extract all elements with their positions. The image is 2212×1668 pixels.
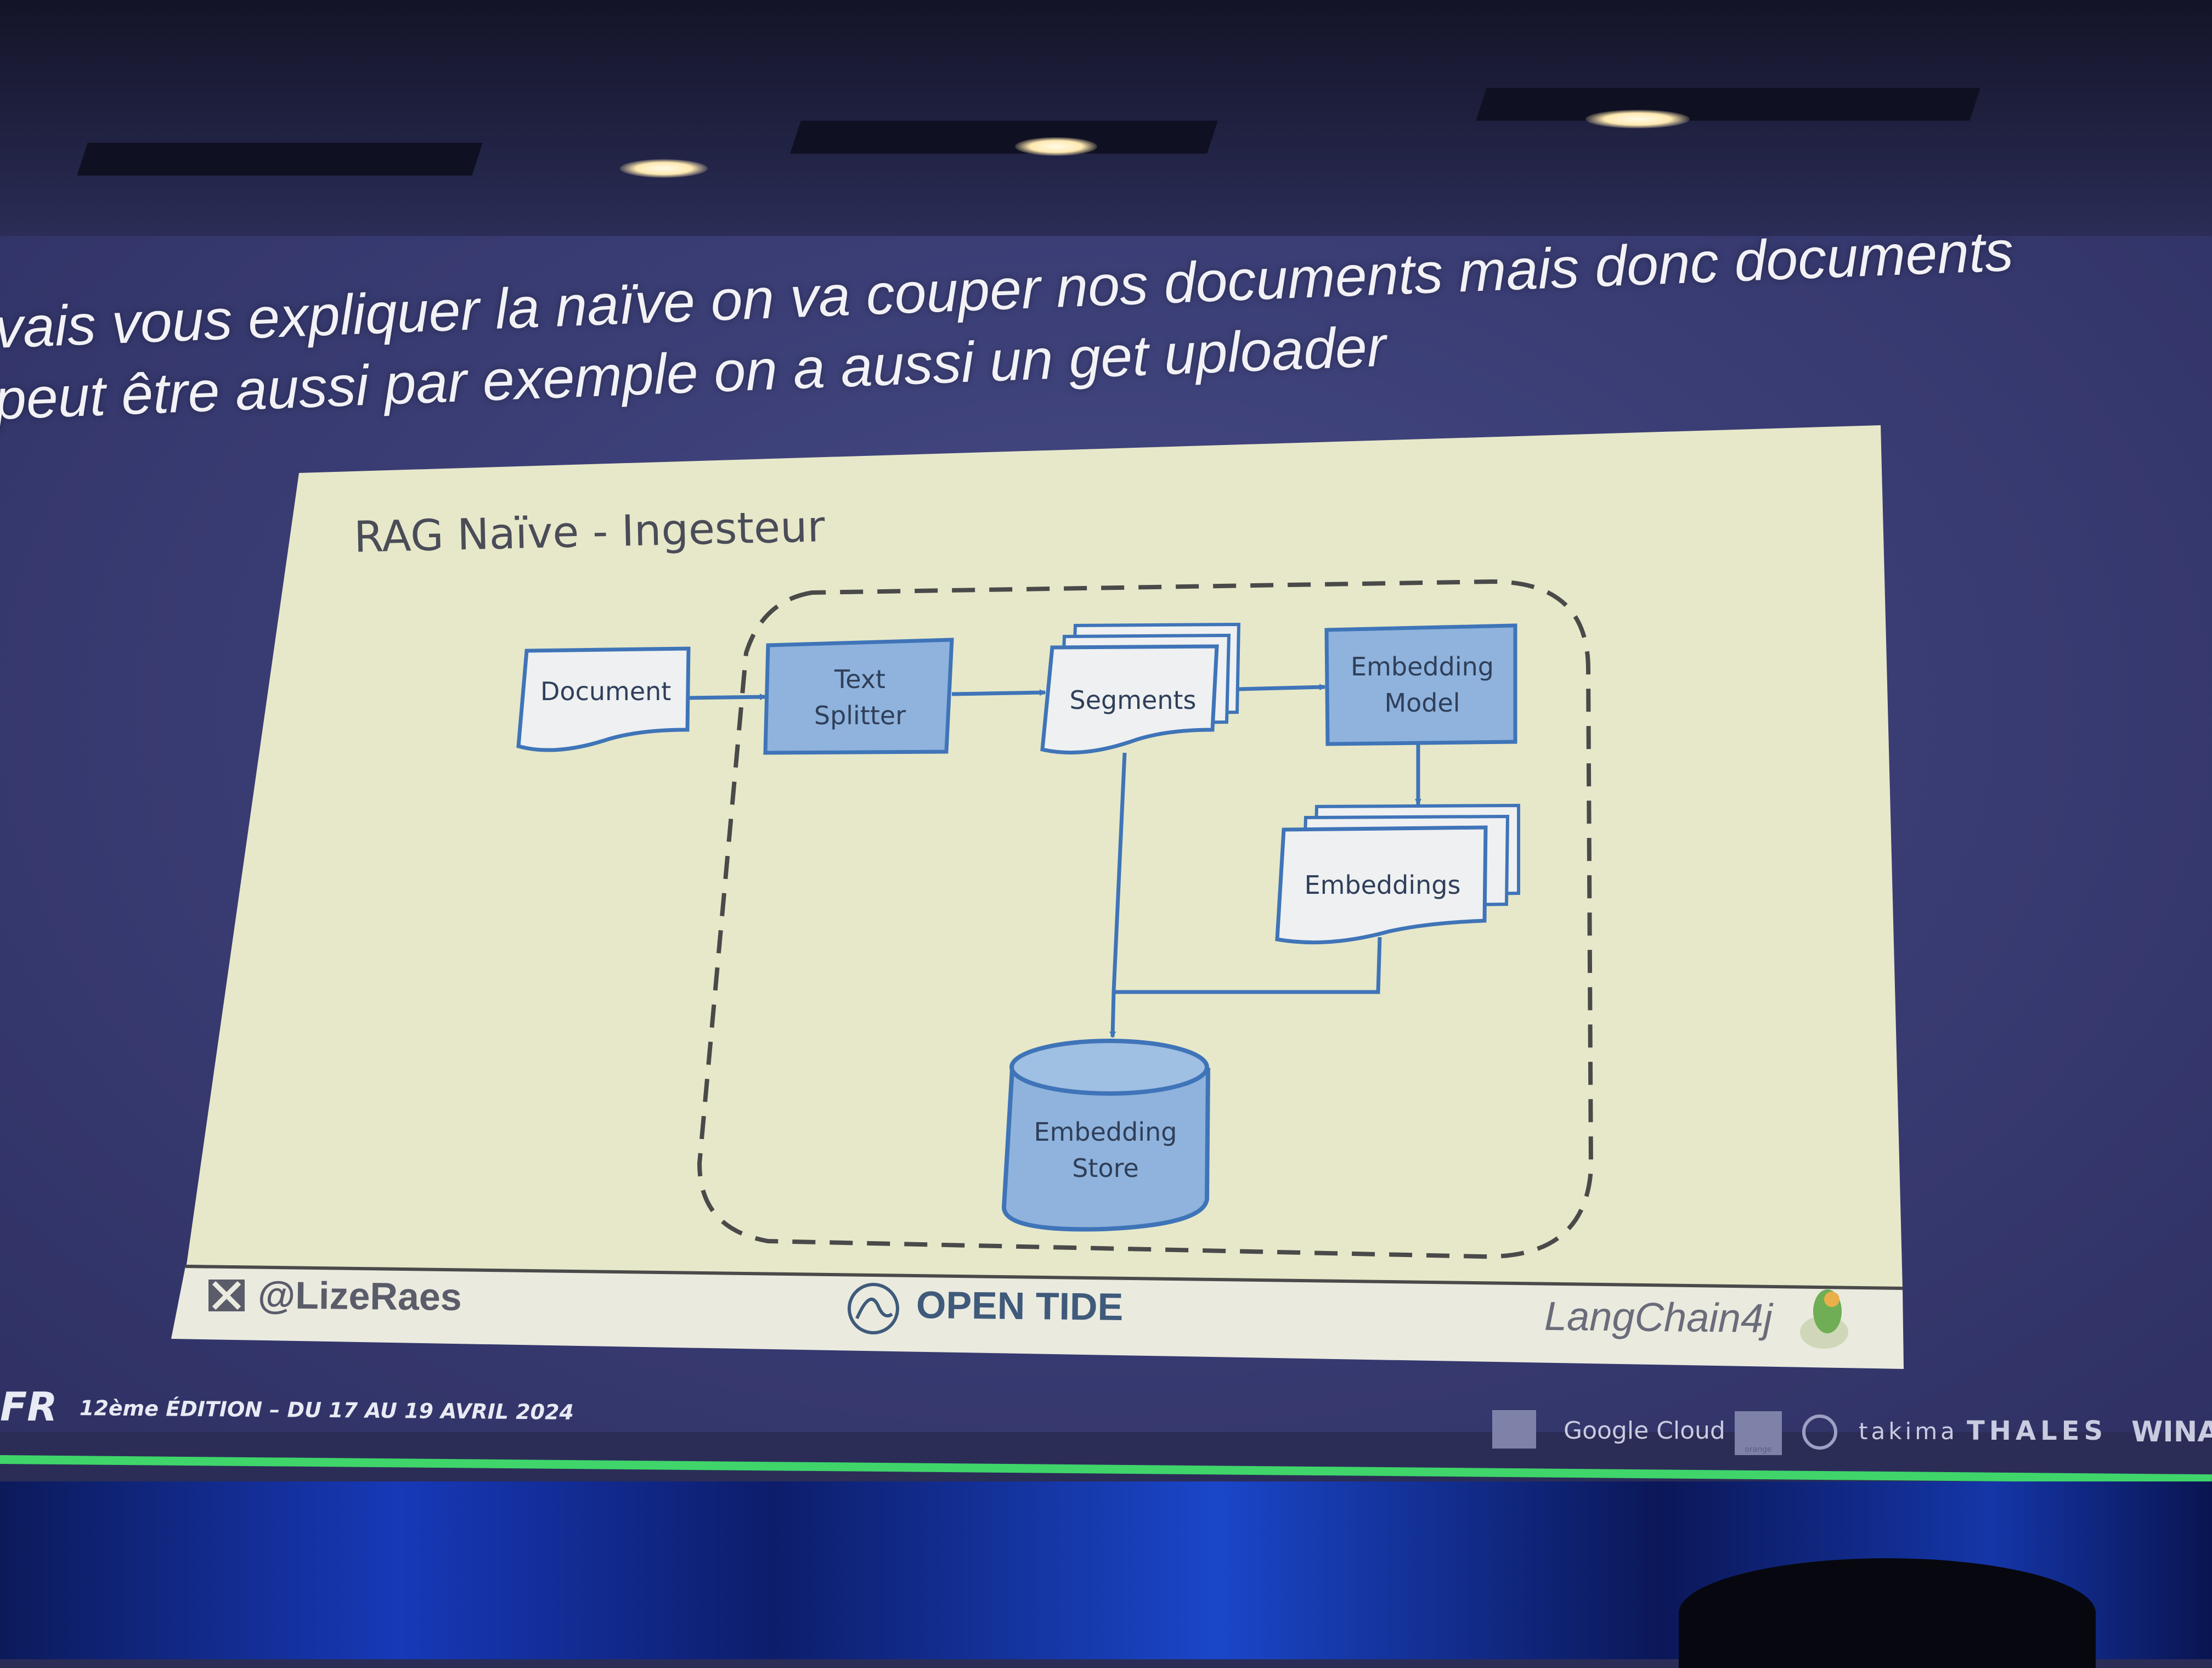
embeddings-shape (1275, 825, 1488, 945)
text-splitter-box (763, 638, 954, 755)
ceiling-lamp (1015, 137, 1097, 156)
embedding-store-label-line-1: Embedding (1034, 1117, 1177, 1147)
document-shape (516, 646, 691, 752)
embedding-model-box (1324, 623, 1517, 746)
sponsor-thales: THALES (1967, 1416, 2108, 1446)
green-accent-line (0, 1455, 2212, 1484)
arrow-segments-to-model (1238, 684, 1326, 691)
langchain-parrot-icon (1800, 1289, 1848, 1349)
axa-logo-icon (1492, 1410, 1536, 1449)
sponsor-google-cloud: Google Cloud (1564, 1417, 1725, 1445)
pipeline-boundary (697, 579, 1594, 1259)
segments-label: Segments (1069, 685, 1197, 715)
connector-embeddings-to-store (1115, 937, 1382, 994)
event-prefix: FR (0, 1384, 58, 1430)
ceiling (0, 0, 2212, 252)
document-label: Document (540, 677, 672, 706)
sponsor-takima: takima (1859, 1418, 1958, 1445)
ceiling-lamp (620, 159, 708, 178)
arrow-document-to-splitter (688, 694, 766, 701)
sponsor-orange: orange (1735, 1411, 1782, 1455)
slide-footer-band (171, 1266, 1904, 1369)
stage-lighting (0, 1481, 2212, 1668)
embedding-store-shape (1001, 1066, 1211, 1232)
text-splitter-label-line-2: Splitter (814, 701, 906, 730)
text-splitter-label-line-1: Text (834, 664, 886, 694)
sponsor-winamax: WINAM (2131, 1416, 2212, 1449)
embedding-model-label-line-2: Model (1384, 688, 1460, 718)
event-edition: 12ème ÉDITION – DU 17 AU 19 AVRIL 2024 (79, 1396, 574, 1424)
embedding-store-label-line-2: Store (1072, 1153, 1139, 1183)
arrow-splitter-to-segments (951, 689, 1046, 696)
speaker-handle: @LizeRaes (257, 1273, 462, 1318)
text-splitter-label: Text Splitter (774, 661, 946, 734)
embedding-model-label: Embedding Model (1330, 649, 1514, 721)
embedding-store-label: Embedding Store (1015, 1114, 1196, 1186)
embeddings-label: Embeddings (1304, 870, 1461, 900)
x-logo-icon (208, 1280, 245, 1311)
open-tide-logo-icon (848, 1283, 899, 1334)
langchain4j-label: LangChain4j (1544, 1293, 1773, 1342)
open-tide-label: OPEN TIDE (916, 1283, 1124, 1328)
segments-shape (1040, 644, 1219, 755)
embedding-model-label-line-1: Embedding (1351, 652, 1494, 681)
embedding-store-top (1009, 1039, 1209, 1096)
event-footer: FR 12ème ÉDITION – DU 17 AU 19 AVRIL 202… (0, 1383, 2212, 1484)
swirl-logo-icon (1802, 1415, 1837, 1450)
arrow-segments-to-store (1109, 752, 1127, 1038)
ceiling-lamp (1585, 110, 1690, 128)
audience-head (1679, 1558, 2096, 1668)
